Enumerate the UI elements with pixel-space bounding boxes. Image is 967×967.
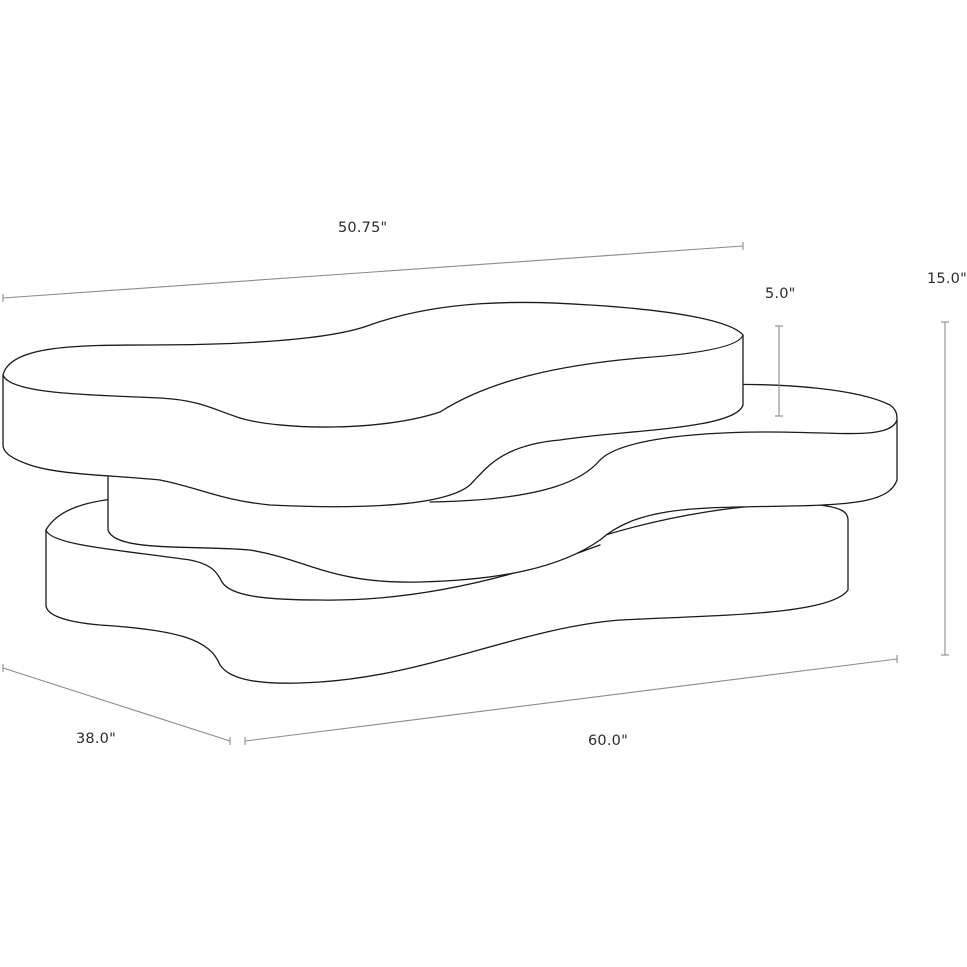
tier-height-dimension: 5.0" — [765, 286, 796, 417]
top-width-dimension: 50.75" — [2, 220, 744, 302]
length-label: 60.0" — [588, 733, 628, 749]
tier-height-label: 5.0" — [765, 286, 796, 302]
total-height-dimension: 15.0" — [927, 271, 967, 656]
depth-line — [2, 667, 231, 742]
middle-tier-top-rim — [429, 419, 898, 503]
length-line — [244, 658, 898, 742]
top-tier-body — [2, 301, 744, 508]
length-dimension: 60.0" — [244, 655, 898, 749]
top-tier-top-rim — [2, 334, 744, 428]
total-height-label: 15.0" — [927, 271, 967, 287]
depth-dimension: 38.0" — [2, 664, 231, 747]
bottom-tier-top-rim — [45, 529, 601, 601]
top-width-label: 50.75" — [338, 220, 387, 236]
depth-label: 38.0" — [76, 731, 116, 747]
top-tier — [2, 301, 744, 508]
top-width-line — [2, 245, 744, 299]
